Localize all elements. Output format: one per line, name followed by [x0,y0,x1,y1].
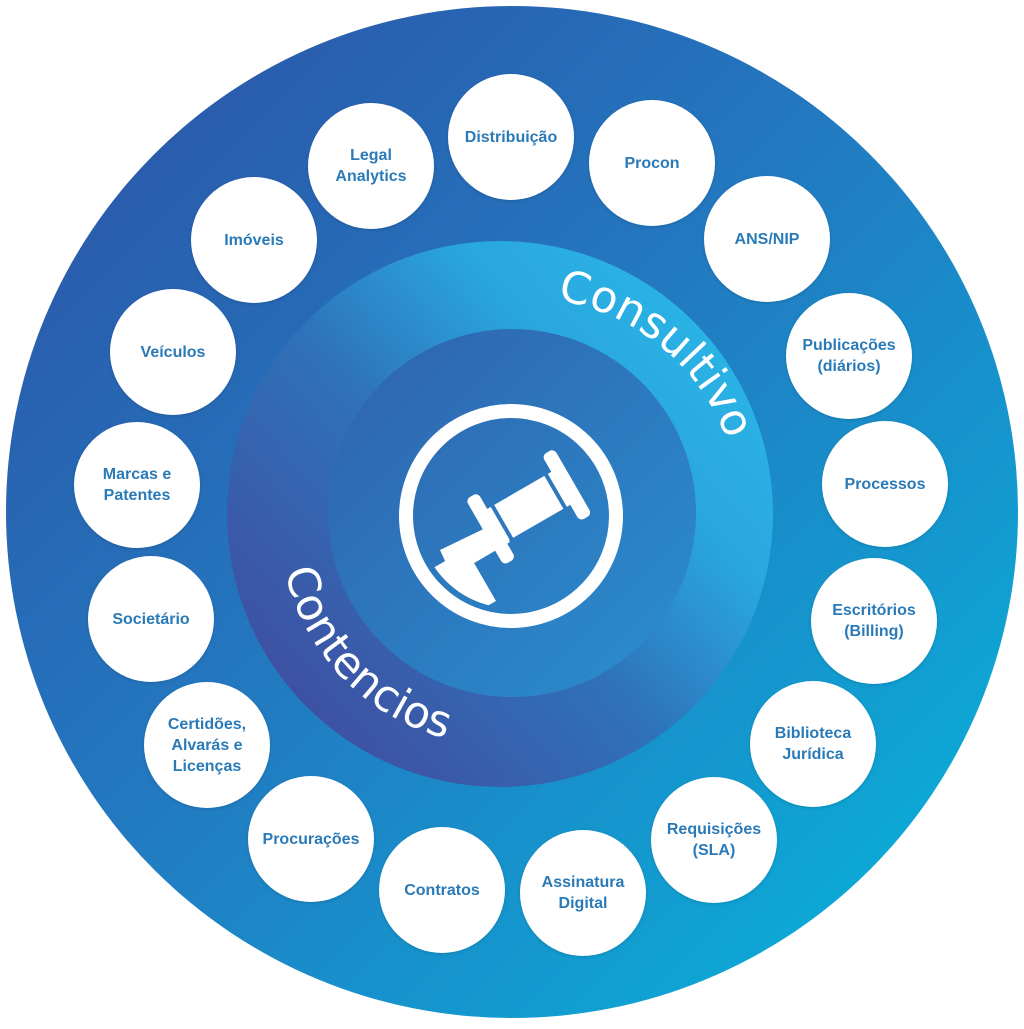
service-bubble: Societário [88,556,214,682]
service-bubble: Marcas e Patentes [74,422,200,548]
service-bubble: Contratos [379,827,505,953]
service-bubble: Veículos [110,289,236,415]
service-bubble: ANS/NIP [704,176,830,302]
service-label: Certidões, Alvarás e Licenças [167,715,247,775]
service-label: Societário [112,610,190,628]
service-label: Distribuição [464,128,558,146]
service-bubble: Distribuição [448,74,574,200]
service-label: Processos [844,475,926,493]
service-label: Veículos [140,343,206,361]
service-bubble: Certidões, Alvarás e Licenças [144,682,270,808]
service-bubble: Procon [589,100,715,226]
service-bubble: Biblioteca Jurídica [750,681,876,807]
service-label: Escritórios (Billing) [832,602,916,640]
service-bubble: Escritórios (Billing) [811,558,937,684]
service-label: Legal Analytics [335,147,407,185]
service-label: Marcas e Patentes [102,466,172,504]
service-label: Contratos [404,881,480,899]
service-bubble: Procurações [248,776,374,902]
service-label: ANS/NIP [734,230,800,248]
service-label: Procurações [262,830,360,848]
service-bubble: Publicações (diários) [786,293,912,419]
service-label: Assinatura Digital [541,874,625,912]
service-label: Publicações (diários) [802,337,896,375]
service-label: Procon [624,154,680,172]
service-bubble: Imóveis [191,177,317,303]
service-bubble: Assinatura Digital [520,830,646,956]
service-label: Requisições (SLA) [666,821,762,859]
service-bubble: Requisições (SLA) [651,777,777,903]
service-bubble: Legal Analytics [308,103,434,229]
service-label: Biblioteca Jurídica [774,725,852,763]
service-bubble: Processos [822,421,948,547]
service-label: Imóveis [224,231,284,249]
